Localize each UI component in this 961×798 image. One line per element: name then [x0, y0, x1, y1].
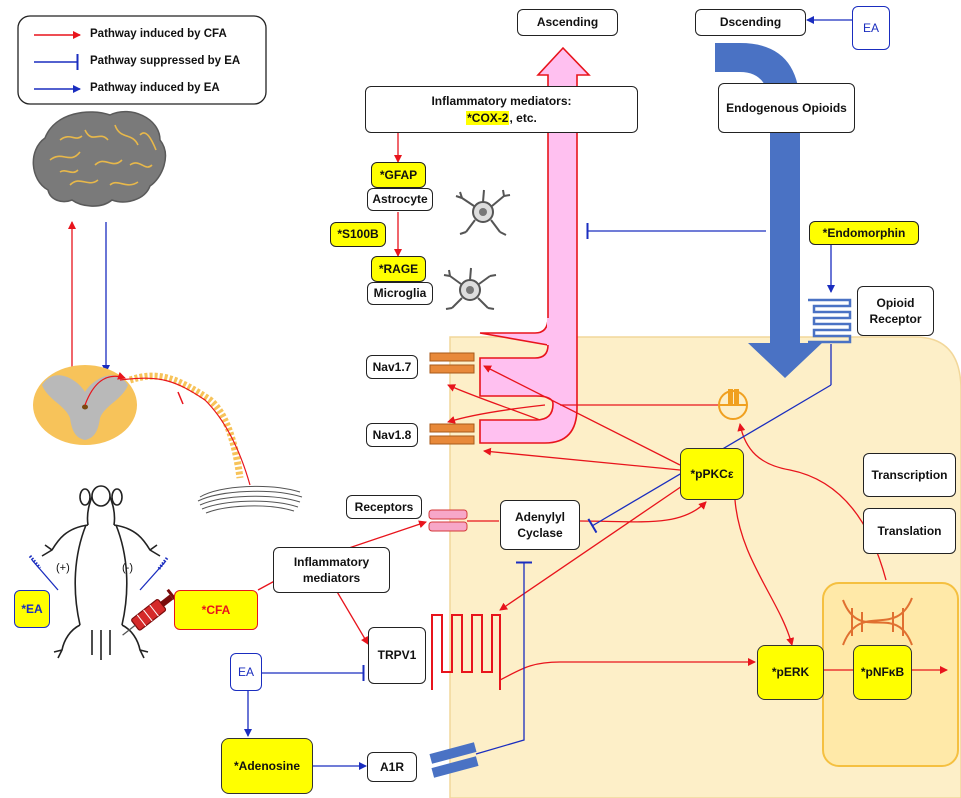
path-trpv1-to-perk — [499, 658, 756, 681]
muscle-icon — [197, 485, 303, 514]
rat-icon — [41, 485, 161, 660]
descending-label: Dscending — [695, 9, 806, 36]
s100b-box: *S100B — [330, 222, 386, 247]
rage-box: *RAGE — [371, 256, 426, 282]
gfap-box: *GFAP — [371, 162, 426, 188]
ion-channel-icon-nav18 — [429, 423, 475, 445]
cox2-label: *COX-2 — [466, 110, 510, 125]
pnfkb-box: *pNFκB — [853, 645, 912, 700]
endogenous-opioids-box: Endogenous Opioids — [718, 83, 855, 133]
legend-ea-suppressed-label: Pathway suppressed by EA — [90, 55, 241, 67]
endomorphin-box: *Endomorphin — [809, 221, 919, 245]
cfa-box: *CFA — [174, 590, 258, 630]
legend-ea-induced-label: Pathway induced by EA — [90, 82, 220, 94]
astrocyte-icon — [455, 189, 511, 236]
astrocyte-box: Astrocyte — [367, 188, 433, 211]
ion-channel-icon-nav17 — [429, 352, 475, 374]
path-inflam-to-trpv1 — [335, 589, 369, 645]
path-ppkce-to-perk — [734, 499, 795, 646]
inflammatory-top-line2: *COX-2, etc. — [466, 110, 537, 126]
inflammatory-top-line1: Inflammatory mediators: — [431, 94, 572, 109]
nav17-box: Nav1.7 — [366, 355, 418, 379]
plus-label: (+) — [56, 562, 70, 574]
brain-icon — [32, 110, 167, 207]
perk-box: *pERK — [757, 645, 824, 700]
nav18-box: Nav1.8 — [366, 423, 418, 447]
ea-left-box: *EA — [14, 590, 50, 628]
receptor-icon — [428, 509, 468, 532]
trpv1-box: TRPV1 — [368, 627, 426, 684]
ea-bottom-box: EA — [230, 653, 262, 691]
transcription-box: Transcription — [863, 453, 956, 497]
trpv1-channel-icon — [431, 614, 501, 690]
path-ppkce-to-trpv1 — [499, 481, 689, 611]
microglia-box: Microglia — [367, 282, 433, 305]
minus-label: (-) — [122, 562, 133, 574]
ea-top-box: EA — [852, 6, 890, 50]
translation-box: Translation — [863, 508, 956, 554]
opioid-receptor-box: Opioid Receptor — [857, 286, 934, 336]
path-inflam-to-receptors — [342, 520, 427, 551]
adenosine-box: *Adenosine — [221, 738, 313, 794]
path-ascending-to-nav18 — [447, 404, 546, 424]
ascending-label: Ascending — [517, 9, 618, 36]
ppkce-box: *pPKCε — [680, 448, 744, 500]
a1r-icon — [429, 742, 479, 778]
gpcr-icon — [808, 298, 852, 344]
inflammatory-mediators-box: Inflammatory mediators — [273, 547, 390, 593]
path-a1r-inhibits-ac — [475, 561, 532, 755]
dorsal-root-nerve — [119, 372, 251, 486]
path-ppkce-to-nav18 — [483, 447, 681, 471]
receptors-box: Receptors — [346, 495, 422, 519]
path-ppkce-to-nav17 — [483, 365, 681, 466]
dna-icon — [842, 597, 913, 646]
inflammatory-mediators-top-box: Inflammatory mediators: *COX-2, etc. — [365, 86, 638, 133]
adenylyl-cyclase-box: Adenylyl Cyclase — [500, 500, 580, 550]
legend-cfa-label: Pathway induced by CFA — [90, 28, 227, 40]
a1r-box: A1R — [367, 752, 417, 782]
acupuncture-needle-icon — [28, 555, 169, 591]
path-ascending-to-nav17 — [447, 384, 541, 421]
spinal-cord-icon — [33, 365, 137, 445]
microglia-icon — [443, 267, 497, 310]
ion-channel-icon-center — [718, 389, 748, 420]
etc-label: , etc. — [509, 110, 537, 125]
